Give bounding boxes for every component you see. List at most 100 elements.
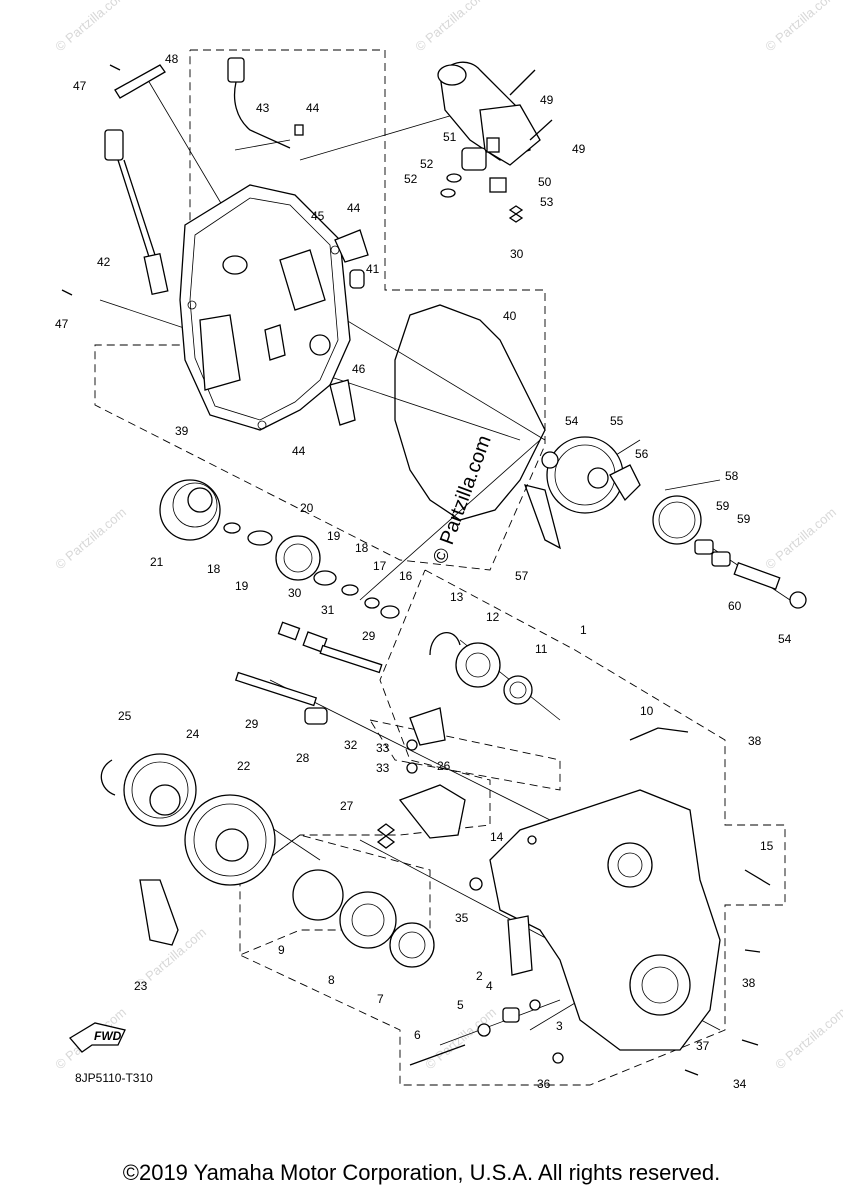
callout-8: 8 bbox=[328, 973, 335, 987]
callout-5: 5 bbox=[457, 998, 464, 1012]
callout-2: 2 bbox=[476, 969, 483, 983]
callout-44: 44 bbox=[347, 201, 361, 215]
watermark-text: © Partzilla.com bbox=[762, 0, 839, 54]
shift-forks bbox=[376, 707, 689, 849]
watermark-text: © Partzilla.com bbox=[52, 504, 129, 572]
callout-34: 34 bbox=[733, 1077, 747, 1091]
callout-37: 37 bbox=[696, 1039, 710, 1053]
callout-15: 15 bbox=[760, 839, 774, 853]
watermark-text: © Partzilla.com bbox=[772, 1004, 843, 1072]
callout-49: 49 bbox=[572, 142, 586, 156]
callout-6: 6 bbox=[414, 1028, 421, 1042]
callout-38: 38 bbox=[748, 734, 762, 748]
callout-23: 23 bbox=[134, 979, 148, 993]
group-outlines bbox=[94, 49, 786, 1086]
callout-49: 49 bbox=[540, 93, 554, 107]
bearing-group-outline bbox=[239, 834, 431, 956]
callout-42: 42 bbox=[97, 255, 111, 269]
callout-29: 29 bbox=[245, 717, 259, 731]
callout-44: 44 bbox=[306, 101, 320, 115]
bearings-upper bbox=[429, 632, 533, 705]
callout-21: 21 bbox=[150, 555, 164, 569]
callout-58: 58 bbox=[725, 469, 739, 483]
callout-47: 47 bbox=[73, 79, 87, 93]
wiring-parts bbox=[61, 57, 369, 426]
callout-36: 36 bbox=[537, 1077, 551, 1091]
side-cover bbox=[179, 184, 351, 431]
copyright-notice: ©2019 Yamaha Motor Corporation, U.S.A. A… bbox=[122, 1160, 721, 1185]
part-callouts: 48 47 43 44 49 49 51 52 52 50 53 30 44 4… bbox=[55, 52, 792, 1091]
shift-actuator bbox=[437, 61, 553, 223]
callout-30: 30 bbox=[510, 247, 524, 261]
callout-54: 54 bbox=[778, 632, 792, 646]
gasket bbox=[394, 304, 546, 521]
callout-33: 33 bbox=[376, 761, 390, 775]
callout-4: 4 bbox=[486, 979, 493, 993]
callout-32: 32 bbox=[344, 738, 358, 752]
callout-3: 3 bbox=[556, 1019, 563, 1033]
callout-13: 13 bbox=[450, 590, 464, 604]
callout-30: 30 bbox=[288, 586, 302, 600]
callout-52: 52 bbox=[420, 157, 434, 171]
callout-54: 54 bbox=[565, 414, 579, 428]
callout-56: 56 bbox=[635, 447, 649, 461]
callout-1: 1 bbox=[580, 623, 587, 637]
callout-40: 40 bbox=[503, 309, 517, 323]
callout-45: 45 bbox=[311, 209, 325, 223]
main-case bbox=[409, 789, 771, 1076]
callout-47: 47 bbox=[55, 317, 69, 331]
callout-10: 10 bbox=[640, 704, 654, 718]
callout-43: 43 bbox=[256, 101, 270, 115]
callout-52: 52 bbox=[404, 172, 418, 186]
callout-39: 39 bbox=[175, 424, 189, 438]
callout-11: 11 bbox=[535, 642, 548, 656]
watermark-text: © Partzilla.com bbox=[422, 1004, 499, 1072]
diagram-code: 8JP5110-T310 bbox=[75, 1071, 153, 1085]
callout-46: 46 bbox=[352, 362, 366, 376]
callout-25: 25 bbox=[118, 709, 132, 723]
main-case-group-outline bbox=[239, 569, 786, 1086]
callout-50: 50 bbox=[538, 175, 552, 189]
callout-51: 51 bbox=[443, 130, 457, 144]
callout-28: 28 bbox=[296, 751, 310, 765]
callout-26: 26 bbox=[437, 759, 451, 773]
callout-29: 29 bbox=[362, 629, 376, 643]
callout-19: 19 bbox=[327, 529, 341, 543]
callout-59: 59 bbox=[737, 512, 751, 526]
callout-53: 53 bbox=[540, 195, 554, 209]
callout-48: 48 bbox=[165, 52, 179, 66]
fwd-label: FWD bbox=[94, 1029, 122, 1043]
watermark-text: © Partzilla.com bbox=[762, 504, 839, 572]
callout-33: 33 bbox=[376, 741, 390, 755]
callout-55: 55 bbox=[610, 414, 624, 428]
callout-7: 7 bbox=[377, 992, 384, 1006]
callout-16: 16 bbox=[399, 569, 413, 583]
callout-59: 59 bbox=[716, 499, 730, 513]
callout-57: 57 bbox=[515, 569, 529, 583]
callout-20: 20 bbox=[300, 501, 314, 515]
callout-31: 31 bbox=[321, 603, 335, 617]
fwd-arrow: FWD bbox=[69, 1022, 126, 1053]
callout-17: 17 bbox=[373, 559, 387, 573]
watermark-text: © Partzilla.com bbox=[52, 0, 129, 54]
center-watermark: © Partzilla.com bbox=[429, 433, 496, 567]
bearings-lower bbox=[292, 869, 435, 968]
callout-35: 35 bbox=[455, 911, 469, 925]
callout-24: 24 bbox=[186, 727, 200, 741]
callout-9: 9 bbox=[278, 943, 285, 957]
callout-19: 19 bbox=[235, 579, 249, 593]
callout-41: 41 bbox=[366, 262, 380, 276]
callout-12: 12 bbox=[486, 610, 500, 624]
shift-fork-outline bbox=[369, 719, 561, 791]
callout-14: 14 bbox=[490, 830, 504, 844]
lower-gears bbox=[100, 753, 276, 886]
shafts bbox=[234, 621, 383, 725]
callout-60: 60 bbox=[728, 599, 742, 613]
cover-group-outline bbox=[94, 49, 546, 571]
callout-18: 18 bbox=[355, 541, 369, 555]
callout-22: 22 bbox=[237, 759, 251, 773]
callout-27: 27 bbox=[340, 799, 354, 813]
callout-18: 18 bbox=[207, 562, 221, 576]
chains bbox=[139, 484, 561, 946]
